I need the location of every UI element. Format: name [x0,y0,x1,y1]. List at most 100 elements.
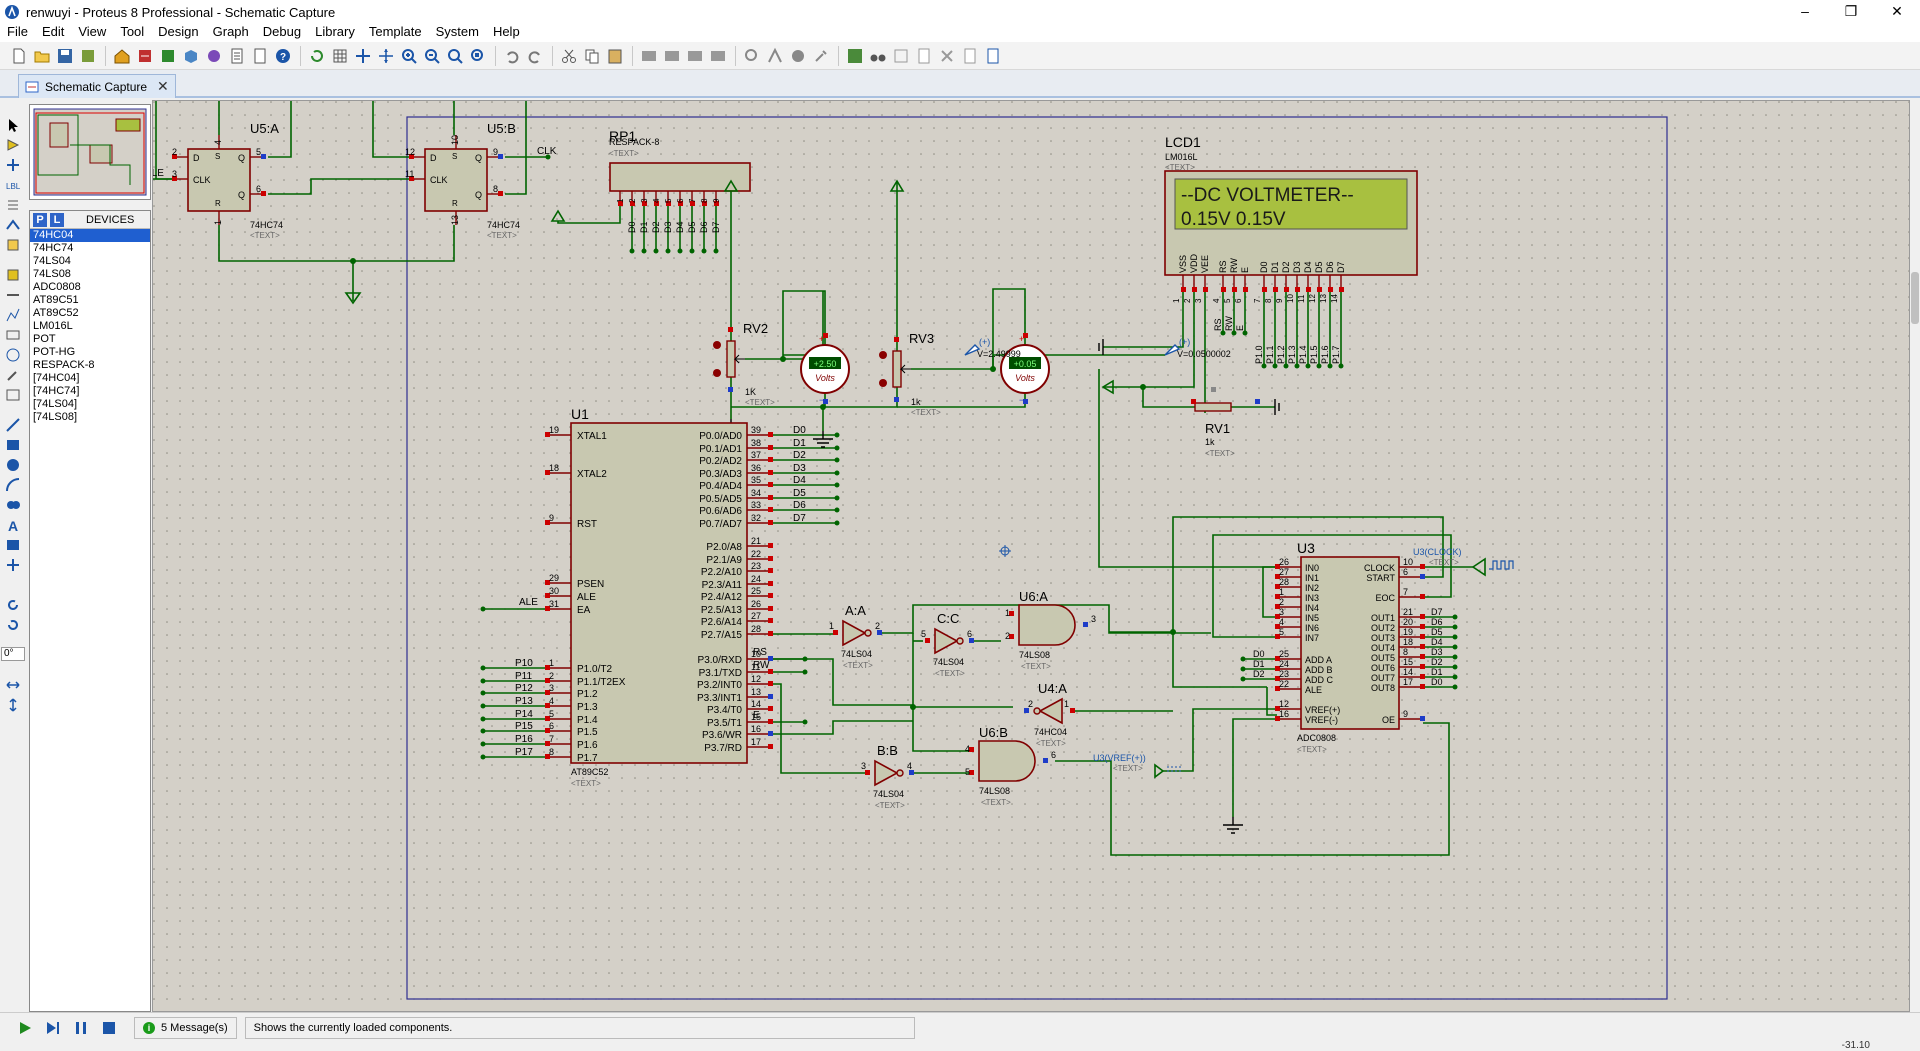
scrollbar-thumb[interactable] [1911,272,1919,324]
gerber-button[interactable] [203,45,225,67]
device-item[interactable]: 74LS04 [33,255,71,267]
new-sheet-button[interactable] [913,45,935,67]
device-item[interactable]: AT89C52 [33,307,79,319]
rotate-clockwise-button[interactable] [3,596,23,614]
paste-button[interactable] [604,45,626,67]
menu-library[interactable]: Library [315,24,355,39]
maximize-button[interactable]: ❐ [1844,3,1858,19]
zoom-area-button[interactable] [467,45,489,67]
menu-help[interactable]: Help [492,24,520,39]
instrument-mode-button[interactable] [3,386,23,404]
device-item[interactable]: POT-HG [33,346,76,358]
remove-sheet-button[interactable] [936,45,958,67]
device-item[interactable]: 74LS08 [33,268,71,280]
block-move-button[interactable] [661,45,683,67]
device-item[interactable]: POT [33,333,56,345]
selection-mode-button[interactable] [3,116,23,134]
origin-button[interactable] [352,45,374,67]
stop-simulation-button[interactable] [98,1017,120,1039]
wire-autorouter-button[interactable] [844,45,866,67]
zoom-out-button[interactable] [421,45,443,67]
help-button[interactable]: ? [272,45,294,67]
generator-mode-button[interactable] [3,346,23,364]
messages-indicator[interactable]: i 5 Message(s) [134,1016,237,1039]
search-button[interactable] [867,45,889,67]
run-simulation-button[interactable] [14,1017,36,1039]
library-manager-button[interactable]: L [50,212,64,227]
vertical-scrollbar[interactable] [1910,100,1920,1012]
pan-button[interactable] [375,45,397,67]
menu-debug[interactable]: Debug [262,24,302,39]
undo-button[interactable] [501,45,523,67]
tab-schematic-capture[interactable]: Schematic Capture ✕ [18,74,176,98]
schematic-button[interactable] [134,45,156,67]
zoom-all-button[interactable] [444,45,466,67]
device-item[interactable]: [74HC74] [33,385,80,397]
open-file-button[interactable] [31,45,53,67]
menu-design[interactable]: Design [158,24,199,39]
bus-mode-button[interactable] [3,216,23,234]
new-file-button[interactable] [8,45,30,67]
pick-device-button[interactable] [741,45,763,67]
arc-mode-button[interactable] [3,476,23,494]
bom-button[interactable] [226,45,248,67]
grid-button[interactable] [329,45,351,67]
line-mode-button[interactable] [3,416,23,434]
box-mode-button[interactable] [3,436,23,454]
pcb-button[interactable] [157,45,179,67]
save-button[interactable] [54,45,76,67]
symbol-mode-button[interactable] [3,536,23,554]
mirror-x-button[interactable] [3,676,23,694]
decompose-button[interactable] [810,45,832,67]
device-item[interactable]: AT89C51 [33,294,79,306]
block-rotate-button[interactable] [684,45,706,67]
text-mode-button[interactable]: A [3,516,23,534]
menu-system[interactable]: System [435,24,479,39]
junction-mode-button[interactable] [3,156,23,174]
device-item[interactable]: [74LS04] [33,398,78,410]
import-button[interactable] [77,45,99,67]
terminals-mode-button[interactable] [3,266,23,284]
mirror-y-button[interactable] [3,696,23,714]
cut-button[interactable] [558,45,580,67]
source-button[interactable] [249,45,271,67]
menu-file[interactable]: File [7,24,28,39]
copy-button[interactable] [581,45,603,67]
path-mode-button[interactable] [3,496,23,514]
device-item[interactable]: RESPACK-8 [33,359,95,371]
menu-edit[interactable]: Edit [41,24,65,39]
device-item[interactable]: 74HC04 [30,229,150,242]
probe-mode-button[interactable] [3,366,23,384]
step-simulation-button[interactable] [42,1017,64,1039]
3d-button[interactable] [180,45,202,67]
device-item[interactable]: ADC0808 [33,281,81,293]
make-device-button[interactable] [764,45,786,67]
device-item[interactable]: [74HC04] [33,372,80,384]
zoom-in-button[interactable] [398,45,420,67]
pin-mode-button[interactable] [3,286,23,304]
block-delete-button[interactable] [707,45,729,67]
rotation-angle-field[interactable]: 0° [1,647,25,661]
subcircuit-mode-button[interactable] [3,236,23,254]
refresh-button[interactable] [306,45,328,67]
design-explorer-button[interactable] [982,45,1004,67]
circle-mode-button[interactable] [3,456,23,474]
tape-mode-button[interactable] [3,326,23,344]
menu-tool[interactable]: Tool [120,24,145,39]
menu-graph[interactable]: Graph [212,24,249,39]
close-button[interactable]: ✕ [1891,3,1903,19]
overview-window[interactable] [29,104,151,200]
menu-view[interactable]: View [78,24,107,39]
wire-label-mode-button[interactable]: LBL [3,176,23,194]
exit-to-parent-button[interactable] [959,45,981,67]
package-tool-button[interactable] [787,45,809,67]
pause-simulation-button[interactable] [70,1017,92,1039]
menu-template[interactable]: Template [368,24,422,39]
block-copy-button[interactable] [638,45,660,67]
device-item[interactable]: LM016L [33,320,73,332]
device-item[interactable]: [74LS08] [33,411,78,423]
marker-mode-button[interactable] [3,556,23,574]
component-mode-button[interactable] [3,136,23,154]
tab-close-button[interactable]: ✕ [157,78,169,94]
